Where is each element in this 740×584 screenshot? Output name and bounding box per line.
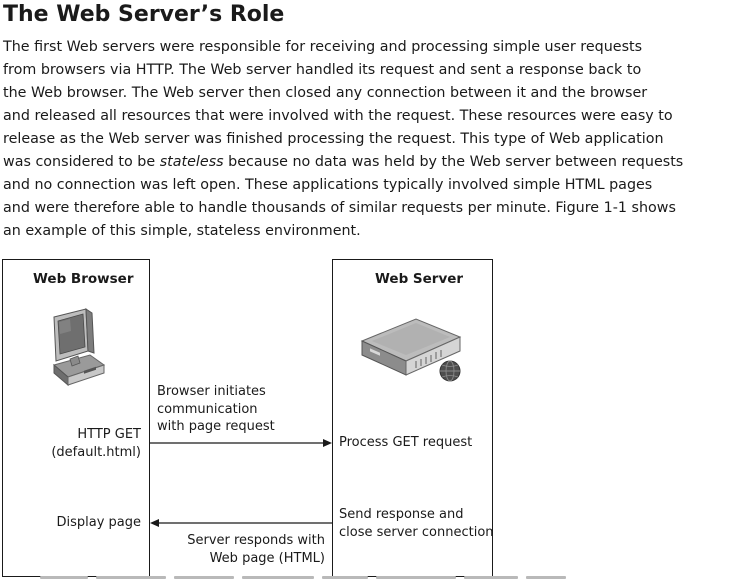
request-caption-line: with page request (157, 419, 275, 434)
stateless-emphasis: stateless (159, 154, 224, 170)
web-server-title: Web Server (375, 271, 464, 287)
paragraph-line: was considered to be stateless because n… (3, 151, 738, 174)
desktop-computer-icon (52, 308, 106, 387)
http-get-line: HTTP GET (77, 427, 141, 442)
server-appliance-icon (360, 318, 462, 382)
paragraph-line: and no connection was left open. These a… (3, 177, 653, 193)
paragraph-line: and were therefore able to handle thousa… (3, 200, 676, 216)
process-get-label: Process GET request (339, 435, 473, 450)
http-get-label: HTTP GET (default.html) (40, 426, 141, 461)
cut-off-text-line (0, 576, 740, 584)
response-arrow (150, 519, 332, 527)
send-response-label: Send response and close server connectio… (339, 506, 494, 541)
paragraph-text: because no data was held by the Web serv… (223, 154, 684, 170)
paragraph-line: release as the Web server was finished p… (3, 131, 664, 147)
paragraph-line: the Web browser. The Web server then clo… (3, 85, 648, 101)
request-caption-line: communication (157, 401, 258, 417)
body-paragraph: The first Web servers were responsible f… (3, 36, 738, 243)
response-arrow-caption: Server responds with Web page (HTML) (170, 532, 325, 567)
response-caption-line: Web page (HTML) (209, 550, 325, 566)
send-response-line: close server connection (339, 524, 494, 540)
section-heading: The Web Server’s Role (3, 2, 285, 27)
paragraph-line: from browsers via HTTP. The Web server h… (3, 62, 642, 78)
request-caption-line: Browser initiates (157, 384, 266, 399)
send-response-line: Send response and (339, 507, 464, 522)
web-browser-title: Web Browser (33, 271, 134, 287)
display-page-label: Display page (56, 515, 141, 530)
paragraph-line: The first Web servers were responsible f… (3, 39, 643, 55)
paragraph-line: and released all resources that were inv… (3, 108, 673, 124)
request-arrow-caption: Browser initiates communication with pag… (157, 383, 275, 436)
web-server-box (332, 259, 493, 577)
paragraph-line: an example of this simple, stateless env… (3, 223, 361, 239)
response-caption-line: Server responds with (187, 533, 325, 548)
http-get-line: (default.html) (51, 444, 141, 460)
request-arrow (150, 439, 332, 447)
paragraph-text: was considered to be (3, 154, 160, 170)
